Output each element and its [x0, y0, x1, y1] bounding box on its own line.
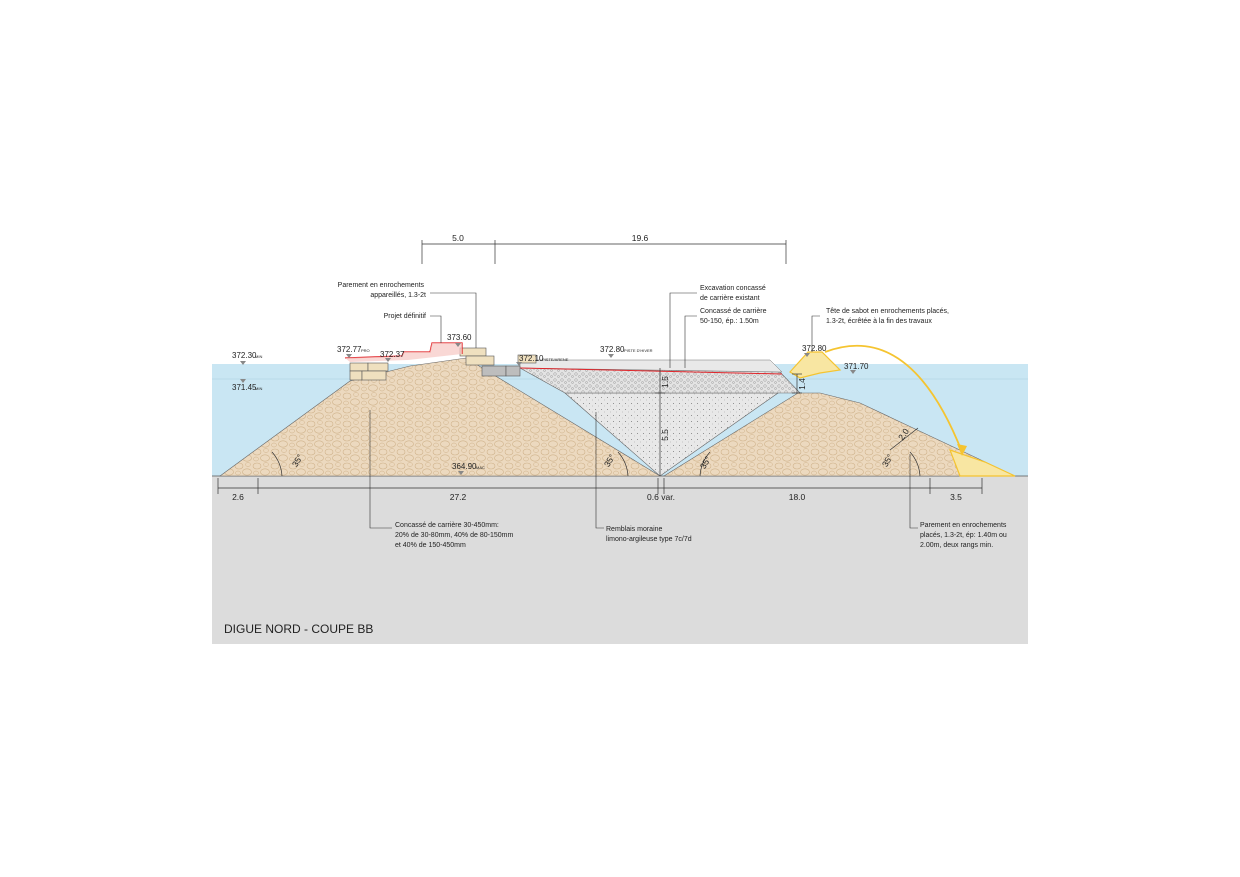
vertical-dimension-lines [655, 368, 919, 476]
leader-lines [369, 292, 918, 529]
elevation-tag: PISTE D'HIVER [624, 348, 653, 353]
elevation-tag: MIN [255, 354, 262, 359]
annotation-remblais: Remblais moraine limono-argileuse type 7… [606, 526, 692, 543]
elevation-tag: MIN [255, 386, 262, 391]
vertical-dim-label: 1.5 [660, 376, 670, 388]
annotation-projet: Projet définitif [384, 313, 426, 320]
annotation-parement-right: Parement en enrochements placés, 1.3-2t,… [920, 522, 1009, 549]
elevation-label: 371.70 [844, 362, 869, 371]
top-dimension-line [421, 240, 787, 264]
bottom-dim-label: 3.5 [950, 492, 962, 502]
elevation-label: 372.80 [600, 345, 625, 354]
bottom-dim-label: 27.2 [450, 492, 467, 502]
annotation-concasse-top: Concassé de carrière 50-150, ép.: 1.50m [700, 308, 768, 325]
excavation-line [519, 367, 783, 375]
right-toe-sabot [948, 449, 1016, 477]
elevation-label: 372.77 [337, 345, 362, 354]
bottom-dim-label: 18.0 [789, 492, 806, 502]
sabot-move-arrow [824, 344, 963, 453]
sabot-arrow-head [957, 444, 967, 456]
elevation-label: 372.80 [802, 344, 827, 353]
top-dim-label: 5.0 [452, 233, 464, 243]
right-rockfill-embankment [662, 392, 1016, 477]
elevation-tag: PISTE/ARENE [542, 357, 569, 362]
elevation-tag: PRO [361, 348, 370, 353]
elevation-label: 372.30 [232, 351, 257, 360]
toe-sabot [789, 351, 842, 379]
bottom-dim-label: 2.6 [232, 492, 244, 502]
elevation-label: 372.10 [519, 354, 544, 363]
elevation-label: 372.37 [380, 350, 405, 359]
vertical-dim-label: 5.5 [660, 429, 670, 441]
bottom-dim-label: 0.6 var. [647, 492, 675, 502]
annotation-excavation: Excavation concassé de carrière existant [700, 285, 768, 302]
elevation-markers [240, 343, 856, 475]
annotation-tete-sabot: Tête de sabot en enrochements placés, 1.… [826, 308, 951, 325]
elevation-tag: MAC [476, 465, 485, 470]
elevation-label: 364.90 [452, 462, 477, 471]
bottom-dimension-line [217, 478, 983, 494]
elevation-label: 373.60 [447, 333, 472, 342]
annotation-concasse-main: Concassé de carrière 30-450mm: 20% de 30… [395, 522, 515, 549]
drawing-title: DIGUE NORD - COUPE BB [224, 622, 373, 636]
elevation-label: 371.45 [232, 383, 257, 392]
top-dim-label: 19.6 [632, 233, 649, 243]
angle-arcs [271, 451, 921, 477]
left-rockfill-embankment [219, 357, 662, 477]
vertical-dim-label: 1.4 [797, 378, 807, 390]
projet-definitif-area [345, 343, 462, 362]
ground-area [212, 476, 1028, 644]
left-crest-blocks [349, 347, 537, 381]
annotation-parement-top: Parement en enrochements appareillés, 1.… [338, 282, 426, 299]
